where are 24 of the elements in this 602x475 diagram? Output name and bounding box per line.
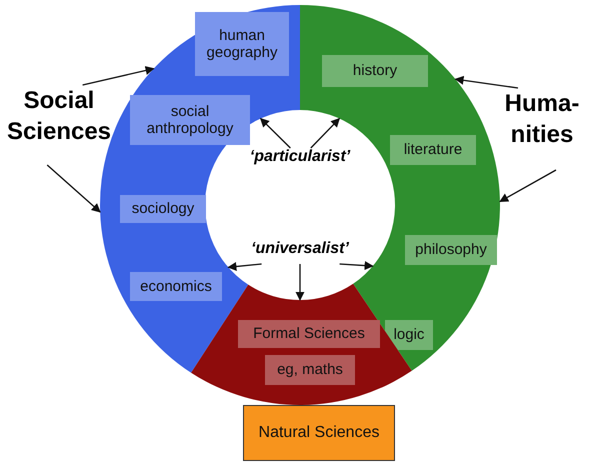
arrow bbox=[82, 66, 155, 86]
heading-label: Social Sciences bbox=[0, 85, 118, 165]
field-label: eg, maths bbox=[265, 355, 355, 385]
category-box: Natural Sciences bbox=[243, 405, 395, 461]
arrow bbox=[499, 169, 556, 202]
arrow bbox=[310, 118, 340, 148]
field-label: human geography bbox=[195, 12, 289, 76]
arrow bbox=[454, 76, 518, 89]
field-label: literature bbox=[390, 135, 476, 165]
heading-label: Huma- nities bbox=[492, 88, 592, 170]
field-label: economics bbox=[130, 272, 222, 301]
arrow bbox=[227, 262, 262, 272]
field-label: history bbox=[322, 55, 428, 87]
axis-label: ‘particularist’ bbox=[240, 148, 360, 172]
arrow bbox=[340, 261, 374, 270]
axis-label: ‘universalist’ bbox=[240, 240, 360, 264]
field-label: Formal Sciences bbox=[238, 320, 380, 348]
field-label: social anthropology bbox=[130, 95, 250, 145]
field-label: philosophy bbox=[405, 235, 497, 265]
arrow bbox=[46, 164, 101, 213]
arrow bbox=[295, 264, 305, 301]
field-label: sociology bbox=[120, 195, 206, 223]
field-label: logic bbox=[385, 320, 433, 350]
arrow bbox=[260, 118, 291, 148]
